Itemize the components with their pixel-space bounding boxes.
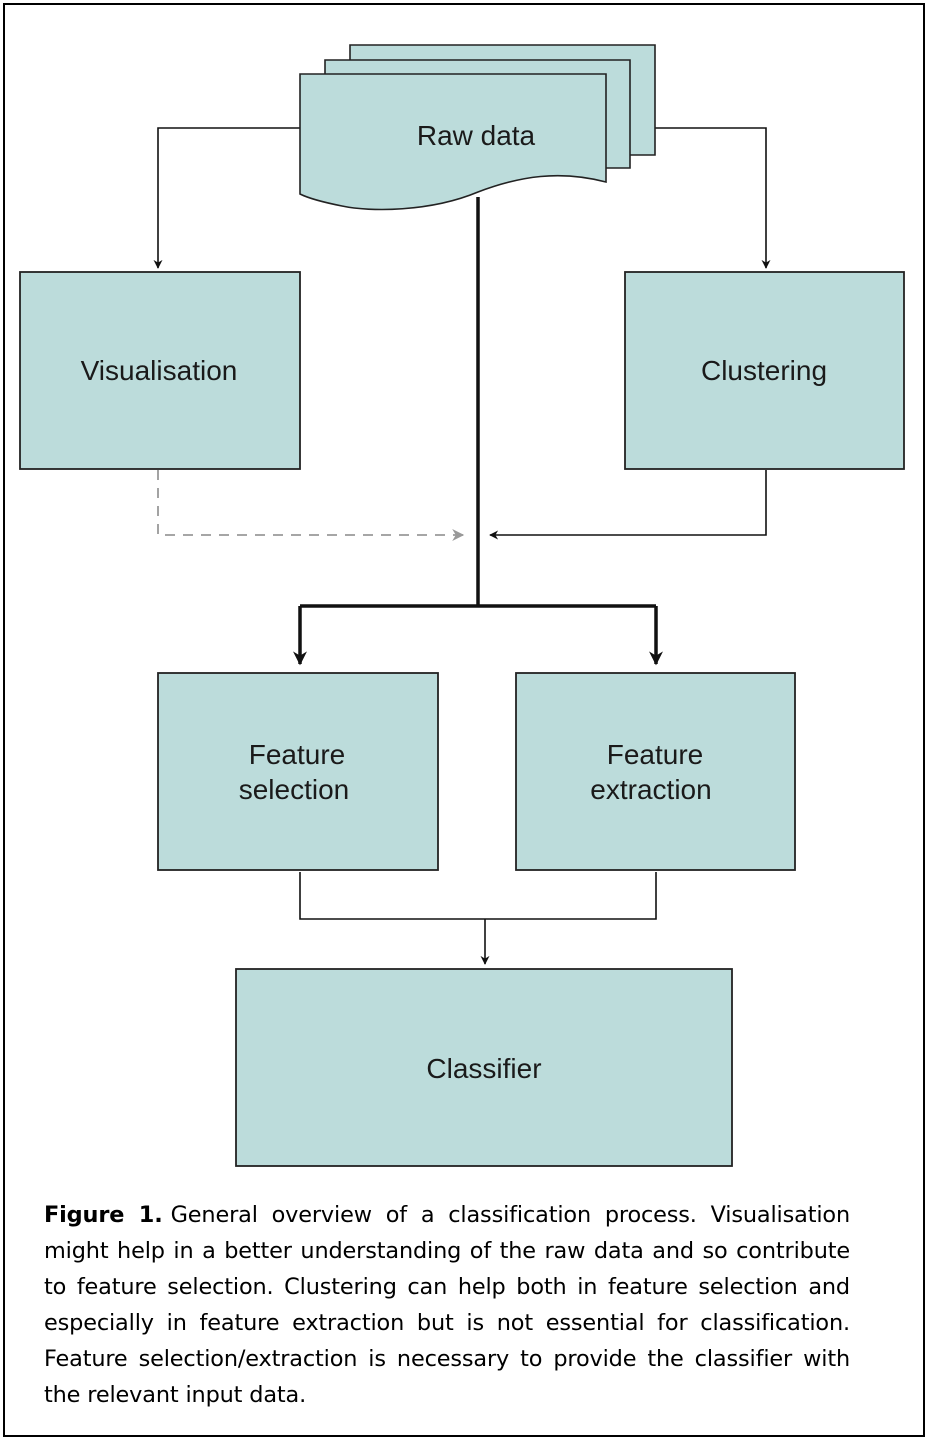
- raw-data-node: Raw data: [299, 44, 656, 211]
- figure-caption: Figure 1.General overview of a classific…: [44, 1197, 850, 1413]
- clustering-node: Clustering: [624, 271, 905, 470]
- edge-raw-trunk: [300, 197, 656, 608]
- edge-visualisation-dashed: [157, 470, 465, 541]
- feature-selection-label-line2: selection: [239, 774, 350, 805]
- feature-selection-label-line1: Feature: [249, 739, 346, 770]
- feature-selection-node: Feature selection: [157, 672, 439, 871]
- edge-raw-to-clustering: [655, 127, 771, 269]
- classifier-label: Classifier: [426, 1053, 541, 1084]
- feature-extraction-label-line2: extraction: [590, 774, 711, 805]
- clustering-label: Clustering: [701, 355, 827, 386]
- visualisation-node: Visualisation: [19, 271, 301, 470]
- classifier-node: Classifier: [235, 968, 733, 1167]
- caption-text: General overview of a classification pro…: [44, 1202, 851, 1408]
- feature-extraction-node: Feature extraction: [515, 672, 796, 871]
- edge-raw-to-visualisation: [153, 127, 300, 269]
- edge-features-to-classifier: [299, 872, 657, 965]
- feature-extraction-label-line1: Feature: [607, 739, 704, 770]
- figure-frame: [3, 3, 925, 1437]
- caption-label: Figure 1.: [44, 1202, 163, 1228]
- raw-data-label: Raw data: [417, 120, 536, 151]
- visualisation-label: Visualisation: [81, 355, 238, 386]
- edge-clustering-to-trunk: [489, 470, 767, 540]
- classification-diagram: Raw data Visualisation Clustering Featur…: [19, 44, 905, 1167]
- raw-data-sheet-front: [299, 73, 607, 211]
